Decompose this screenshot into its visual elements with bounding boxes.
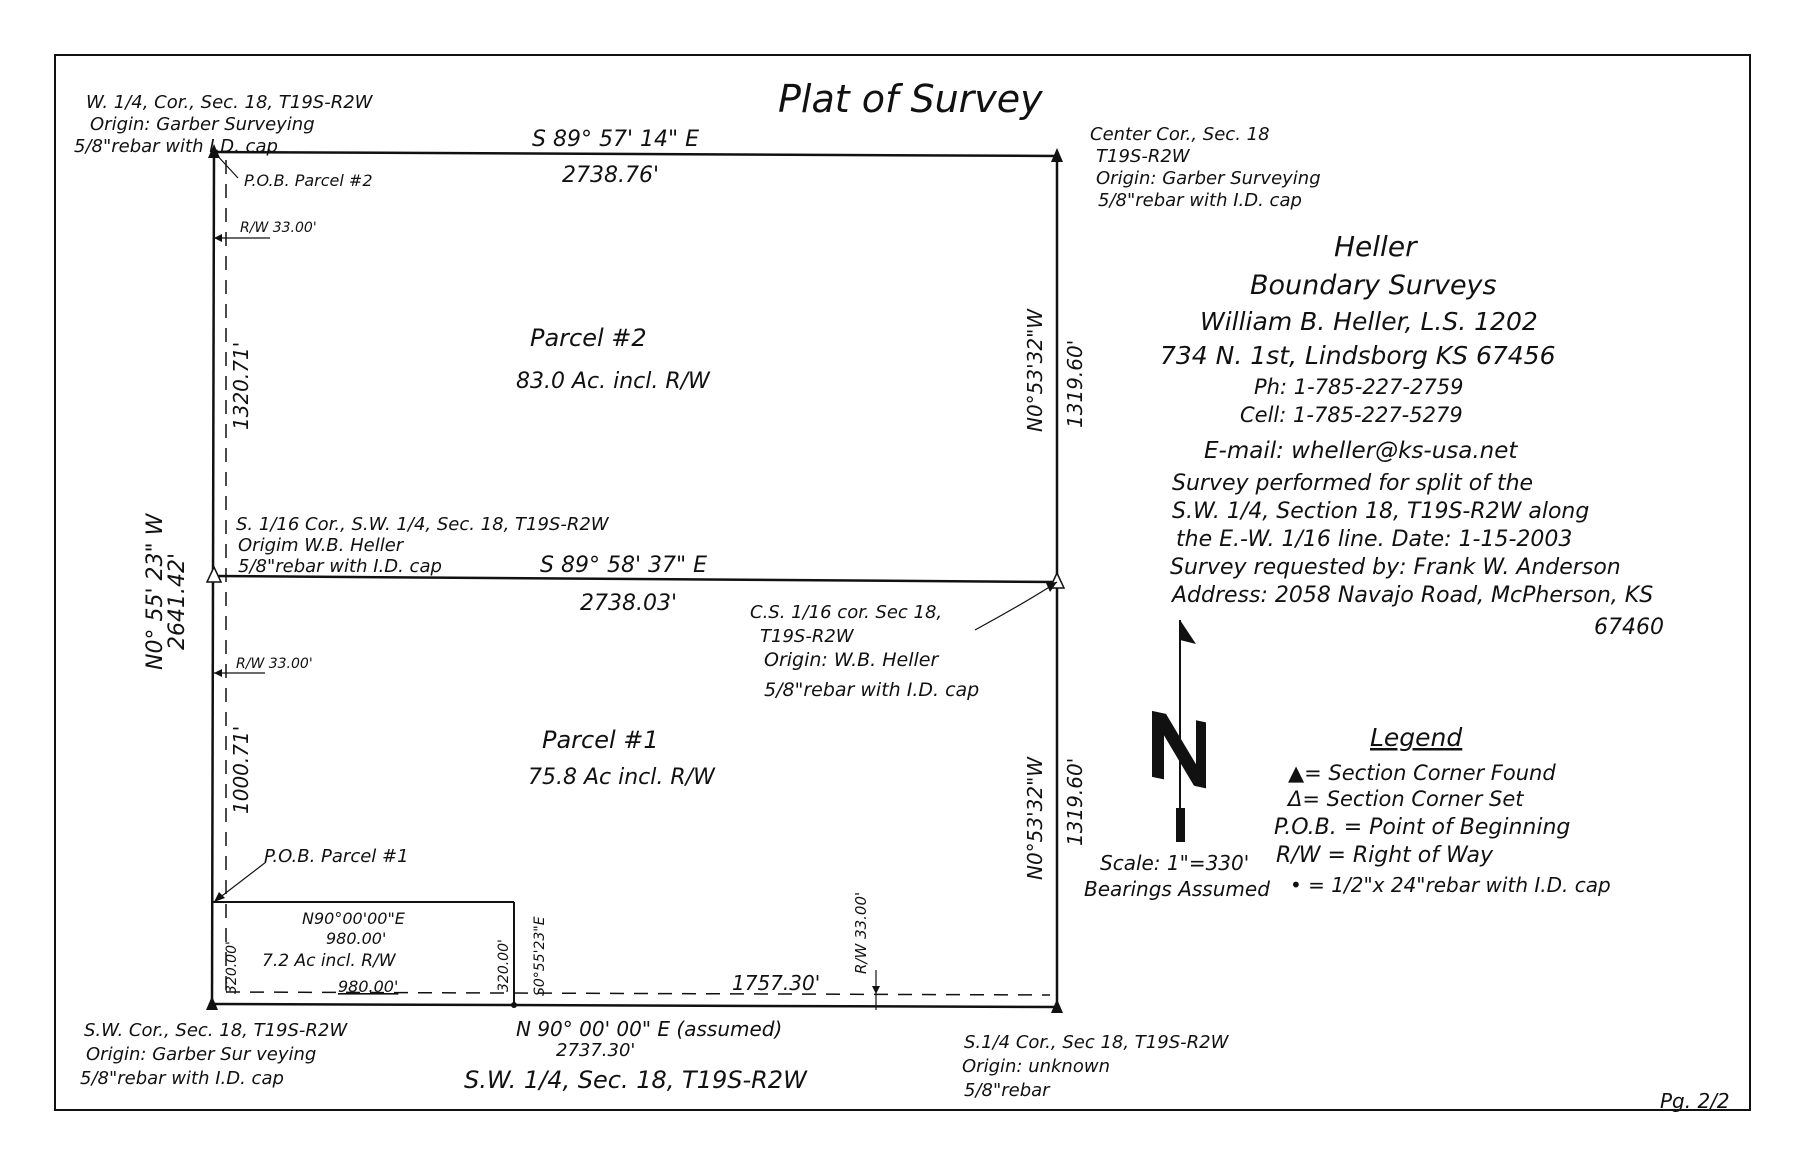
rw-south-label: R/W 33.00': [852, 892, 870, 974]
cs-corner-arrowhead-icon: [1046, 582, 1057, 592]
ne-corner-line4: 5/8"rebar with I.D. cap: [1098, 190, 1302, 211]
legend-rw: R/W = Right of Way: [1276, 843, 1494, 868]
e-mid-corner-line3: Origin: W.B. Heller: [764, 649, 939, 671]
ne-corner-line3: Origin: Garber Surveying: [1096, 168, 1321, 189]
sw-corner-line1: S.W. Cor., Sec. 18, T19S-R2W: [84, 1020, 348, 1041]
south-boundary-line: [211, 1002, 1058, 1009]
middle-distance-label: 2738.03': [580, 591, 677, 616]
parcel-3-rebar-icon: [511, 1002, 517, 1008]
parcel-division-line: [213, 574, 1058, 584]
sw-corner-line2: Origin: Garber Sur veying: [86, 1044, 316, 1065]
surveyor-cell: Cell: 1-785-227-5279: [1240, 403, 1463, 427]
scale-label: Scale: 1"=330': [1100, 851, 1249, 875]
sw-corner-found-icon: [206, 996, 218, 1010]
pob2-leader-line: [213, 151, 239, 179]
west-upper-distance-label: 1320.71': [229, 342, 253, 430]
parcel-3-bottom-distance: 980.00': [338, 977, 398, 996]
ne-corner-found-icon: [1051, 148, 1063, 162]
parcel-3-bearing: N90°00'00"E: [302, 909, 406, 928]
nw-corner-line3: 5/8"rebar with I.D. cap: [74, 136, 278, 157]
pob2-label: P.O.B. Parcel #2: [244, 171, 373, 190]
parcel-3-east-bearing: S0°55'23"E: [532, 916, 548, 996]
w-mid-corner-line1: S. 1/16 Cor., S.W. 1/4, Sec. 18, T19S-R2…: [236, 514, 610, 535]
surveyor-email: E-mail: wheller@ks-usa.net: [1204, 438, 1518, 464]
survey-note-5: Address: 2058 Navajo Road, McPherson, KS: [1170, 583, 1653, 608]
north-bearing-label: S 89° 57' 14" E: [532, 127, 699, 152]
se-corner-line3: 5/8"rebar: [964, 1080, 1051, 1101]
parcel-2-name: Parcel #2: [530, 324, 647, 352]
pob1-arrowhead-icon: [214, 892, 225, 902]
east-lower-distance-label: 1319.60': [1063, 758, 1087, 846]
east-lower-bearing-label: N0°53'32"W: [1023, 756, 1047, 880]
ne-corner-line1: Center Cor., Sec. 18: [1090, 124, 1270, 145]
rw-south-arrowhead-icon: [872, 986, 880, 994]
north-arrow-icon: [1152, 620, 1206, 842]
legend-pob: P.O.B. = Point of Beginning: [1274, 815, 1570, 840]
e-mid-corner-line4: 5/8"rebar with I.D. cap: [764, 679, 979, 701]
survey-note-6: 67460: [1594, 615, 1664, 640]
south-bearing-label: N 90° 00' 00" E (assumed): [516, 1017, 782, 1041]
parcel-2-area: 83.0 Ac. incl. R/W: [516, 369, 711, 394]
parcel-3-east-distance: 320.00': [496, 939, 512, 992]
rw-upper-arrowhead-icon: [214, 234, 222, 242]
rw-lower-label: R/W 33.00': [236, 656, 313, 672]
south-inner-distance-label: 1757.30': [732, 971, 820, 995]
nw-corner-line2: Origin: Garber Surveying: [90, 114, 315, 135]
legend-set: Δ= Section Corner Set: [1286, 787, 1524, 811]
survey-note-2: S.W. 1/4, Section 18, T19S-R2W along: [1172, 499, 1589, 524]
east-upper-distance-label: 1319.60': [1063, 340, 1087, 428]
rw-upper-label: R/W 33.00': [240, 220, 317, 236]
west-bearing-label: N0° 55' 23" W: [143, 512, 168, 670]
legend-rebar: • = 1/2"x 24"rebar with I.D. cap: [1290, 873, 1611, 897]
se-corner-found-icon: [1051, 999, 1063, 1013]
south-rw-dashed-line: [225, 991, 1051, 996]
north-distance-label: 2738.76': [562, 163, 659, 188]
page-border: [54, 54, 1751, 1111]
legend-found: ▲= Section Corner Found: [1288, 761, 1556, 785]
parcel-3-distance: 980.00': [326, 929, 386, 948]
pob1-label: P.O.B. Parcel #1: [264, 846, 409, 867]
surveyor-person: William B. Heller, L.S. 1202: [1200, 307, 1538, 336]
plat-title: Plat of Survey: [778, 77, 1043, 121]
bearings-assumed-label: Bearings Assumed: [1084, 877, 1270, 901]
surveyor-name: Heller: [1334, 230, 1418, 263]
parcel-1-area: 75.8 Ac incl. R/W: [528, 765, 716, 790]
middle-bearing-label: S 89° 58' 37" E: [540, 553, 707, 578]
north-boundary-line: [213, 150, 1058, 158]
parcel-3-west-distance: 320.00': [224, 941, 240, 994]
parcel-1-name: Parcel #1: [542, 726, 659, 754]
nw-corner-line1: W. 1/4, Cor., Sec. 18, T19S-R2W: [86, 92, 374, 113]
se-corner-line1: S.1/4 Cor., Sec 18, T19S-R2W: [964, 1032, 1230, 1053]
w-mid-corner-line3: 5/8"rebar with I.D. cap: [238, 556, 442, 577]
sw-corner-line3: 5/8"rebar with I.D. cap: [80, 1068, 284, 1089]
east-upper-bearing-label: N0°53'32"W: [1023, 308, 1047, 432]
section-label: S.W. 1/4, Sec. 18, T19S-R2W: [464, 1066, 808, 1094]
survey-note-3: the E.-W. 1/16 line. Date: 1-15-2003: [1176, 527, 1572, 552]
rw-lower-arrowhead-icon: [214, 669, 222, 677]
legend-title: Legend: [1370, 723, 1462, 752]
w-mid-corner-set-icon: [205, 565, 223, 583]
west-distance-label: 2641.42': [165, 553, 190, 650]
w-mid-corner-line2: Origim W.B. Heller: [238, 535, 405, 556]
surveyor-phone: Ph: 1-785-227-2759: [1254, 375, 1463, 399]
se-corner-line2: Origin: unknown: [962, 1056, 1110, 1077]
survey-note-1: Survey performed for split of the: [1172, 471, 1533, 496]
parcel-3-area: 7.2 Ac incl. R/W: [262, 951, 397, 971]
north-arrow-letter: N: [0, 0, 1, 1]
ne-corner-line2: T19S-R2W: [1096, 146, 1191, 167]
west-lower-distance-label: 1000.71': [229, 726, 253, 814]
south-distance-label: 2737.30': [556, 1040, 635, 1061]
cs-corner-leader-line: [974, 581, 1058, 631]
pob1-leader-line: [213, 861, 267, 903]
survey-note-4: Survey requested by: Frank W. Anderson: [1170, 555, 1621, 580]
e-mid-corner-line2: T19S-R2W: [760, 626, 855, 647]
surveyor-company: Boundary Surveys: [1250, 270, 1497, 301]
page-number: Pg. 2/2: [1660, 1089, 1730, 1113]
surveyor-address: 734 N. 1st, Lindsborg KS 67456: [1160, 341, 1556, 370]
e-mid-corner-line1: C.S. 1/16 cor. Sec 18,: [750, 602, 942, 623]
